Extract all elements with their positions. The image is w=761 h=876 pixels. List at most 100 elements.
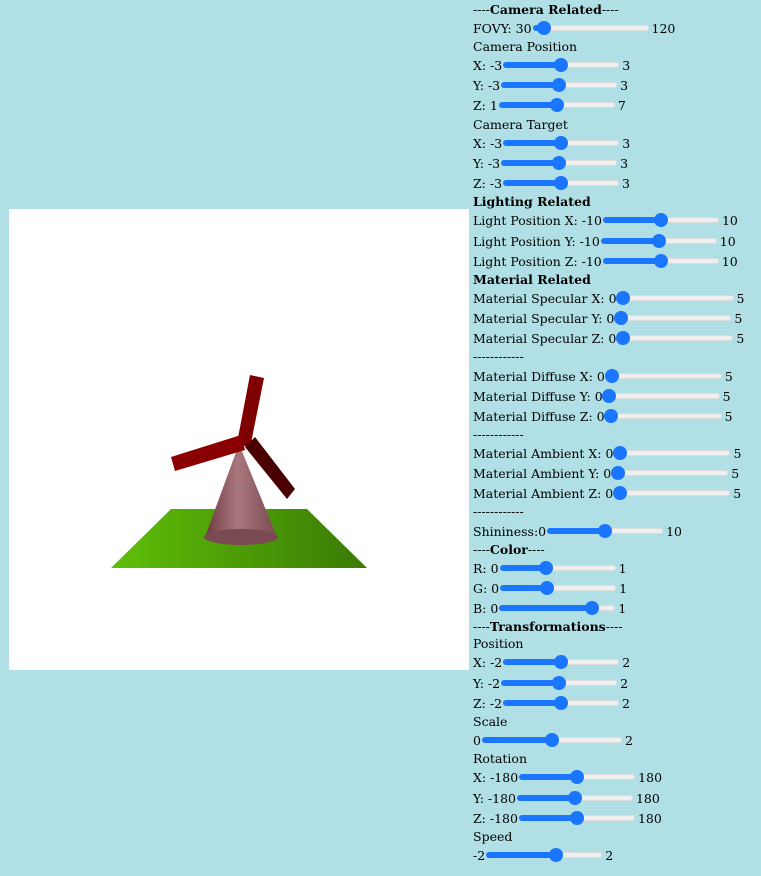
transform-scale-slider-thumb[interactable] — [544, 733, 559, 747]
speed-heading: Speed — [473, 826, 512, 846]
camera-target-x-slider[interactable] — [503, 136, 620, 150]
camera-pos-y-label: Y: -3 — [473, 77, 501, 93]
light-pos-x-slider-fill — [602, 217, 661, 223]
transform-pos-y-slider-thumb[interactable] — [552, 676, 567, 690]
light-pos-y-slider-thumb[interactable] — [651, 234, 666, 248]
diffuse-z-label: Material Diffuse Z: 0 — [473, 408, 605, 424]
camera-pos-z-max: 7 — [617, 97, 626, 113]
color-g-slider-thumb[interactable] — [539, 581, 554, 595]
light-pos-y-slider[interactable] — [600, 234, 717, 248]
camera-target-y-slider[interactable] — [501, 156, 618, 170]
transform-rotation-heading: Rotation — [473, 748, 527, 768]
ambient-y-slider-thumb[interactable] — [611, 466, 626, 480]
color-r-slider-thumb[interactable] — [538, 561, 553, 575]
shininess-slider-thumb[interactable] — [598, 524, 613, 538]
diffuse-z-slider[interactable] — [604, 409, 722, 423]
light-pos-z-slider-thumb[interactable] — [653, 254, 668, 268]
webgl-canvas[interactable] — [9, 209, 469, 670]
ambient-x-slider[interactable] — [613, 446, 731, 460]
rotation-z-slider-thumb[interactable] — [569, 811, 584, 825]
fovy-slider-thumb[interactable] — [537, 21, 552, 35]
rotation-y-slider-thumb[interactable] — [567, 791, 582, 805]
color-b-slider-thumb[interactable] — [585, 601, 600, 615]
light-pos-z-slider[interactable] — [602, 254, 719, 268]
color-g-slider[interactable] — [500, 581, 617, 595]
camera-pos-x-slider[interactable] — [503, 58, 620, 72]
separator-3-row: ------------ — [473, 501, 524, 521]
transform-pos-x-slider-fill — [503, 659, 562, 665]
specular-x-slider[interactable] — [616, 291, 734, 305]
ambient-x-slider-thumb[interactable] — [613, 446, 628, 460]
fovy-slider[interactable] — [532, 21, 649, 35]
transform-pos-x-max: 2 — [622, 654, 631, 670]
transform-scale-max: 2 — [624, 732, 633, 748]
transform-pos-y-slider-fill — [501, 680, 560, 686]
transform-pos-z-slider-thumb[interactable] — [554, 696, 569, 710]
diffuse-y-slider-thumb[interactable] — [602, 389, 617, 403]
specular-y-slider-thumb[interactable] — [614, 311, 629, 325]
camera-heading-prefix: ---- — [473, 1, 490, 17]
specular-z-slider[interactable] — [616, 331, 734, 345]
camera-target-x-slider-thumb[interactable] — [554, 136, 569, 150]
specular-y-max: 5 — [734, 310, 743, 326]
camera-target-z-slider-thumb[interactable] — [554, 176, 569, 190]
speed-slider-thumb[interactable] — [548, 848, 563, 862]
transform-pos-x-slider[interactable] — [503, 655, 620, 669]
speed-slider[interactable] — [486, 848, 603, 862]
ambient-y-slider[interactable] — [611, 466, 729, 480]
light-pos-x-slider-thumb[interactable] — [653, 213, 668, 227]
camera-target-z-slider[interactable] — [503, 176, 620, 190]
transform-scale-slider[interactable] — [481, 733, 622, 747]
rotation-y-slider[interactable] — [516, 791, 633, 805]
color-b-label: B: 0 — [473, 600, 499, 616]
lighting-heading: Lighting Related — [473, 193, 591, 209]
rotation-z-label: Z: -180 — [473, 810, 518, 826]
transform-scale-label: 0 — [473, 732, 481, 748]
transform-position-heading: Position — [473, 633, 523, 653]
camera-pos-z-slider[interactable] — [498, 98, 615, 112]
diffuse-x-slider[interactable] — [604, 369, 722, 383]
specular-x-slider-thumb[interactable] — [616, 291, 631, 305]
specular-y-slider[interactable] — [614, 311, 732, 325]
color-r-slider[interactable] — [499, 561, 616, 575]
transform-heading-suffix: ---- — [605, 618, 623, 634]
fovy-label: FOVY: 30 — [473, 20, 532, 36]
color-b-slider[interactable] — [499, 601, 616, 615]
rotation-x-slider[interactable] — [519, 770, 636, 784]
transform-pos-z-slider-fill — [503, 700, 562, 706]
diffuse-y-slider[interactable] — [602, 389, 720, 403]
transform-pos-z-slider[interactable] — [503, 696, 620, 710]
color-r-max: 1 — [618, 560, 627, 576]
camera-pos-x-slider-thumb[interactable] — [554, 58, 569, 72]
camera-pos-y-slider[interactable] — [501, 78, 618, 92]
shininess-slider[interactable] — [547, 524, 664, 538]
transform-pos-x-slider-thumb[interactable] — [554, 655, 569, 669]
camera-pos-z-label: Z: 1 — [473, 97, 498, 113]
specular-z-slider-thumb[interactable] — [616, 331, 631, 345]
transform-pos-y-slider[interactable] — [501, 676, 618, 690]
ambient-z-slider-thumb[interactable] — [613, 486, 628, 500]
light-pos-x-max: 10 — [721, 212, 738, 228]
rotation-x-slider-thumb[interactable] — [570, 770, 585, 784]
camera-pos-z-slider-thumb[interactable] — [549, 98, 564, 112]
rotation-z-slider[interactable] — [518, 811, 635, 825]
transform-pos-y-label: Y: -2 — [473, 675, 501, 691]
camera-target-y-slider-thumb[interactable] — [552, 156, 567, 170]
windmill-tower — [205, 444, 277, 537]
light-pos-x-slider[interactable] — [602, 213, 719, 227]
ambient-z-slider[interactable] — [613, 486, 731, 500]
color-r-label: R: 0 — [473, 560, 499, 576]
rotation-z-slider-fill — [518, 815, 577, 821]
diffuse-x-slider-thumb[interactable] — [604, 369, 619, 383]
diffuse-z-slider-thumb[interactable] — [604, 409, 619, 423]
camera-pos-y-slider-thumb[interactable] — [552, 78, 567, 92]
shininess-max: 10 — [666, 523, 683, 539]
